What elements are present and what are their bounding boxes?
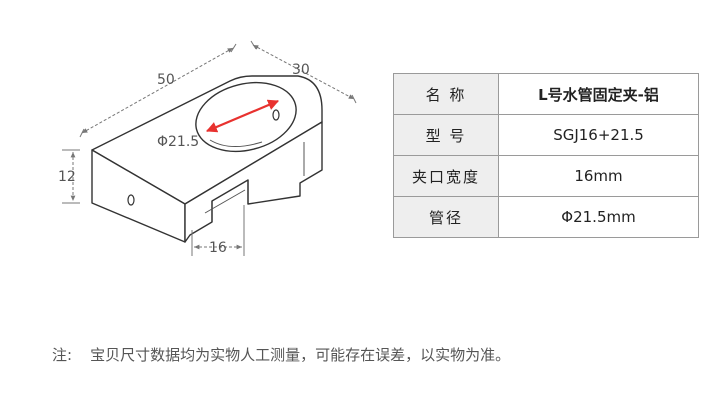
dimension-height-label: 12 <box>58 169 76 185</box>
note-text: 宝贝尺寸数据均为实物人工测量，可能存在误差，以实物为准。 <box>90 346 511 364</box>
dimension-slot-label: 16 <box>209 240 227 256</box>
bracket-body <box>91 75 323 243</box>
spec-row-clamp-width: 夹口宽度 16mm <box>393 155 699 197</box>
screw-hole-front <box>127 194 135 206</box>
spec-key: 夹口宽度 <box>393 155 499 197</box>
spec-value: L号水管固定夹-铝 <box>498 73 699 115</box>
spec-key: 管径 <box>393 196 499 238</box>
spec-key: 型 号 <box>393 114 499 156</box>
spec-key: 名 称 <box>393 73 499 115</box>
diameter-label: Φ21.5 <box>157 134 199 150</box>
spec-value: Φ21.5mm <box>498 196 699 238</box>
dimension-width <box>250 40 357 104</box>
spec-row-model: 型 号 SGJ16+21.5 <box>393 114 699 156</box>
screw-hole-top <box>272 109 280 121</box>
dimension-slot <box>191 205 245 256</box>
spec-value: SGJ16+21.5 <box>498 114 699 156</box>
note-label: 注: <box>52 346 73 364</box>
dimension-length-label: 50 <box>157 72 175 88</box>
spec-value: 16mm <box>498 155 699 197</box>
spec-row-name: 名 称 L号水管固定夹-铝 <box>393 73 699 115</box>
dimension-length <box>79 43 237 138</box>
measurement-note: 注: 宝贝尺寸数据均为实物人工测量，可能存在误差，以实物为准。 <box>52 344 510 365</box>
bracket-drawing: Φ21.5 50 30 12 16 <box>58 40 357 256</box>
spec-row-pipe-diameter: 管径 Φ21.5mm <box>393 196 699 238</box>
dimension-width-label: 30 <box>292 62 310 78</box>
spec-table: 名 称 L号水管固定夹-铝 型 号 SGJ16+21.5 夹口宽度 16mm 管… <box>393 73 699 238</box>
dimension-height <box>62 149 80 204</box>
